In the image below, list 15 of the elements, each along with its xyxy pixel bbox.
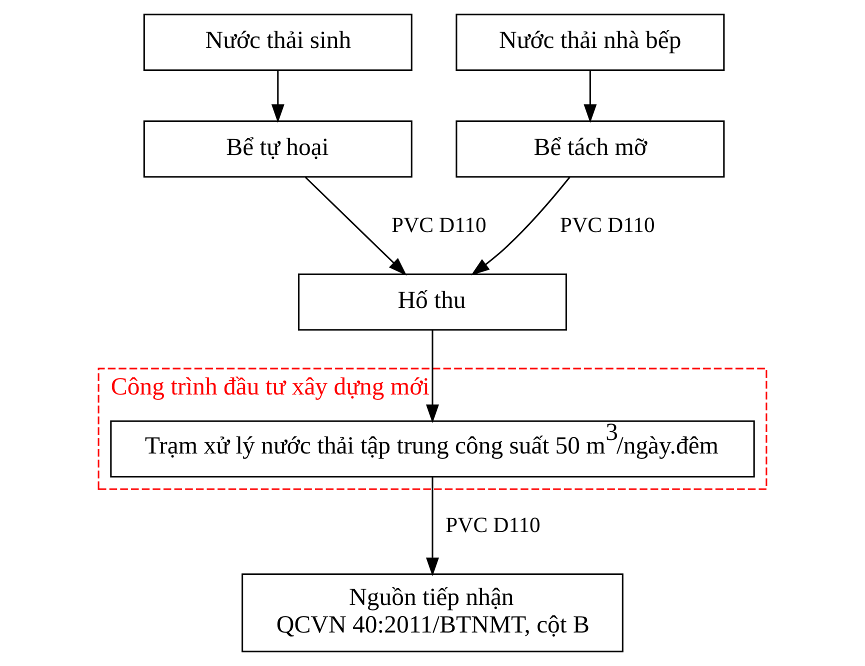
arrow xyxy=(470,176,570,276)
arrow xyxy=(426,330,439,424)
node-box: Hố thu xyxy=(298,273,567,331)
edge-label: PVC D110 xyxy=(392,213,486,238)
edge-label: PVC D110 xyxy=(560,213,655,238)
arrow xyxy=(426,477,439,576)
node-box: Nước thải sinh xyxy=(143,14,412,71)
node-box: Bể tự hoại xyxy=(143,120,412,178)
node-box: Bể tách mỡ xyxy=(456,120,725,178)
arrow xyxy=(271,70,284,123)
arrow xyxy=(584,70,597,123)
node-box: Nước thải nhà bếp xyxy=(456,14,725,71)
arrow xyxy=(305,176,407,276)
edge-label: PVC D110 xyxy=(446,512,540,537)
node-box: Nguồn tiếp nhận QCVN 40:2011/BTNMT, cột B xyxy=(242,573,624,652)
